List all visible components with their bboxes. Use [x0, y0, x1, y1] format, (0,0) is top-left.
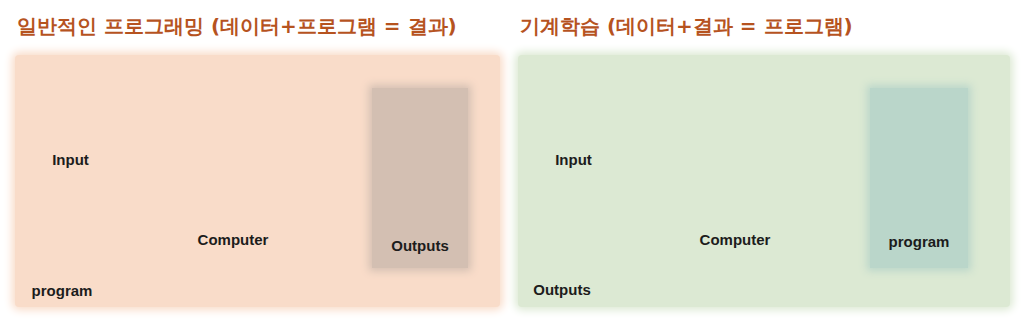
- panel-title: 기계학습 (데이터+결과 = 프로그램): [520, 13, 853, 40]
- computer-item: Computer: [178, 132, 288, 252]
- flow-arrow: [603, 188, 672, 234]
- flow-arrow: [109, 106, 170, 151]
- flow-arrow: [296, 161, 358, 189]
- outputs-box: Outputs: [372, 88, 468, 268]
- input-item: Input: [33, 70, 108, 172]
- item-label: Outputs: [533, 281, 591, 298]
- flow-arrow: [612, 106, 672, 150]
- panel-title: 일반적인 프로그래밍 (데이터+프로그램 = 결과): [17, 13, 457, 40]
- item-label: Outputs: [391, 237, 449, 254]
- input-item: Input: [536, 70, 611, 172]
- program-item: program: [22, 195, 102, 303]
- item-label: Computer: [700, 231, 771, 248]
- item-label: Computer: [198, 231, 269, 248]
- flow-arrow: [824, 161, 862, 189]
- item-label: Input: [52, 151, 89, 168]
- outputs-item: Outputs: [522, 192, 602, 302]
- item-label: program: [889, 233, 950, 250]
- region-panel: 일반적인 프로그래밍 (데이터+프로그램 = 결과)InputprogramCo…: [15, 55, 500, 307]
- item-label: program: [32, 282, 93, 299]
- region-panel: 기계학습 (데이터+결과 = 프로그램)InputOutputsComputer…: [518, 55, 1010, 307]
- computer-item: Computer: [680, 132, 790, 252]
- item-label: Input: [555, 151, 592, 168]
- program-box: program: [870, 88, 968, 268]
- flow-arrow: [103, 189, 170, 238]
